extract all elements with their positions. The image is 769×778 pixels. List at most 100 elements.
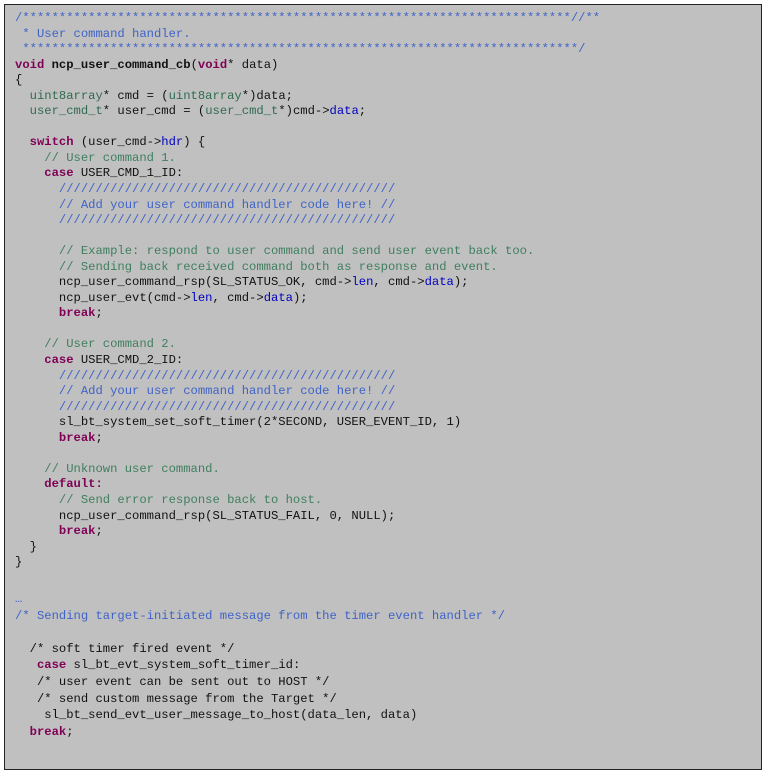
code-line: /***************************************… xyxy=(15,11,600,27)
code-line: /* soft timer fired event */ xyxy=(15,641,505,658)
code-line: /* user event can be sent out to HOST */ xyxy=(15,674,505,691)
keyword-token: break xyxy=(58,524,96,539)
code-line: /* send custom message from the Target *… xyxy=(15,691,505,708)
code-line: ​ xyxy=(15,624,505,641)
code-token xyxy=(15,135,30,149)
code-token: , cmd-> xyxy=(212,290,264,305)
code-token: ncp_user_evt(cmd-> xyxy=(15,290,191,305)
code-line: ​ xyxy=(15,120,600,136)
line-comment-token: // Unknown user command. xyxy=(15,461,220,476)
keyword-token: void xyxy=(15,57,45,72)
code-line: // Example: respond to user command and … xyxy=(15,244,600,260)
keyword-token: void xyxy=(197,57,228,72)
doc-comment-token: ////////////////////////////////////////… xyxy=(15,399,396,414)
code-token: ) { xyxy=(183,135,206,150)
code-line: // Sending back received command both as… xyxy=(15,260,600,276)
field-token: data xyxy=(424,275,454,290)
code-line: ​ xyxy=(15,322,600,338)
code-token xyxy=(15,353,44,367)
doc-comment-token: ////////////////////////////////////////… xyxy=(15,368,396,383)
code-line: break; xyxy=(15,524,600,540)
code-token: ; xyxy=(95,524,103,539)
doc-comment-token: * User command handler. xyxy=(15,26,191,41)
code-line: ////////////////////////////////////////… xyxy=(15,213,600,229)
code-token: { xyxy=(15,73,23,88)
code-token: , cmd-> xyxy=(373,275,425,290)
code-line: break; xyxy=(15,306,600,322)
code-token: sl_bt_evt_system_soft_timer_id: xyxy=(66,658,301,673)
code-token: ( xyxy=(190,57,198,72)
doc-comment-token: … xyxy=(15,592,23,606)
code-token: /* user event can be sent out to HOST */ xyxy=(15,674,330,689)
code-token: } xyxy=(15,539,37,554)
line-comment-token: // Example: respond to user command and … xyxy=(15,244,535,259)
code-token: USER_CMD_2_ID: xyxy=(73,353,184,368)
code-token: * data) xyxy=(227,57,279,72)
code-line: ​ xyxy=(15,446,600,462)
code-token: /* send custom message from the Target *… xyxy=(15,691,337,706)
code-token: sl_bt_send_evt_user_message_to_host(data… xyxy=(15,708,418,723)
code-line: // Send error response back to host. xyxy=(15,493,600,509)
keyword-token: default: xyxy=(44,477,103,492)
code-line: ****************************************… xyxy=(15,42,600,58)
code-line: switch (user_cmd->hdr) { xyxy=(15,135,600,151)
code-token xyxy=(15,431,59,445)
code-line: case USER_CMD_1_ID: xyxy=(15,166,600,182)
code-token: * user_cmd = ( xyxy=(102,104,206,119)
code-line: { xyxy=(15,73,600,89)
code-token: * cmd = ( xyxy=(102,88,169,103)
code-token xyxy=(15,104,30,118)
code-token xyxy=(15,89,30,103)
doc-comment-token: ****************************************… xyxy=(15,42,586,57)
code-line: case USER_CMD_2_ID: xyxy=(15,353,600,369)
code-token xyxy=(15,166,44,180)
type-token: user_cmd_t xyxy=(29,104,103,119)
field-token: data xyxy=(329,104,359,119)
code-token xyxy=(15,658,37,672)
code-line: // Add your user command handler code he… xyxy=(15,384,600,400)
code-line: // Unknown user command. xyxy=(15,462,600,478)
type-token: uint8array xyxy=(29,88,103,103)
code-line: case sl_bt_evt_system_soft_timer_id: xyxy=(15,657,505,674)
code-token: USER_CMD_1_ID: xyxy=(73,166,184,181)
field-token: len xyxy=(351,275,374,290)
code-line: ////////////////////////////////////////… xyxy=(15,369,600,385)
code-token: ncp_user_command_rsp(SL_STATUS_OK, cmd-> xyxy=(15,275,352,290)
code-line: sl_bt_system_set_soft_timer(2*SECOND, US… xyxy=(15,415,600,431)
code-line: ​ xyxy=(15,229,600,245)
doc-comment-token: /* Sending target-initiated message from… xyxy=(15,608,506,623)
code-snippet-panel: /***************************************… xyxy=(4,4,762,770)
code-token: *)cmd-> xyxy=(278,104,330,119)
code-token: ); xyxy=(292,290,308,305)
field-token: data xyxy=(263,290,293,305)
code-block-timer: … /* Sending target-initiated message fro… xyxy=(15,591,505,740)
code-token: ; xyxy=(95,306,103,321)
code-token: ; xyxy=(66,724,74,739)
code-line: } xyxy=(15,540,600,556)
keyword-token: break xyxy=(29,724,67,739)
keyword-token: case xyxy=(44,166,74,181)
type-token: user_cmd_t xyxy=(205,104,279,119)
code-token: ); xyxy=(453,275,469,290)
code-line: ////////////////////////////////////////… xyxy=(15,182,600,198)
field-token: hdr xyxy=(161,135,184,150)
code-token: ; xyxy=(95,430,103,445)
code-token: /* soft timer fired event */ xyxy=(15,641,235,656)
doc-comment-token: // Add your user command handler code he… xyxy=(15,384,396,399)
type-token: uint8array xyxy=(168,88,242,103)
code-line: user_cmd_t* user_cmd = (user_cmd_t*)cmd-… xyxy=(15,104,600,120)
code-token: ; xyxy=(358,104,367,119)
code-line: } xyxy=(15,555,600,571)
code-line: … xyxy=(15,591,505,608)
line-comment-token: // User command 2. xyxy=(15,337,176,352)
doc-comment-token: // Add your user command handler code he… xyxy=(15,197,396,212)
code-line: // Add your user command handler code he… xyxy=(15,198,600,214)
code-token: (user_cmd-> xyxy=(73,135,162,150)
code-line: sl_bt_send_evt_user_message_to_host(data… xyxy=(15,707,505,724)
code-line: /* Sending target-initiated message from… xyxy=(15,608,505,625)
code-line: ncp_user_command_rsp(SL_STATUS_FAIL, 0, … xyxy=(15,509,600,525)
code-token: sl_bt_system_set_soft_timer(2*SECOND, US… xyxy=(15,415,462,430)
keyword-token: break xyxy=(58,430,96,445)
code-line: * User command handler. xyxy=(15,27,600,43)
code-line: break; xyxy=(15,431,600,447)
